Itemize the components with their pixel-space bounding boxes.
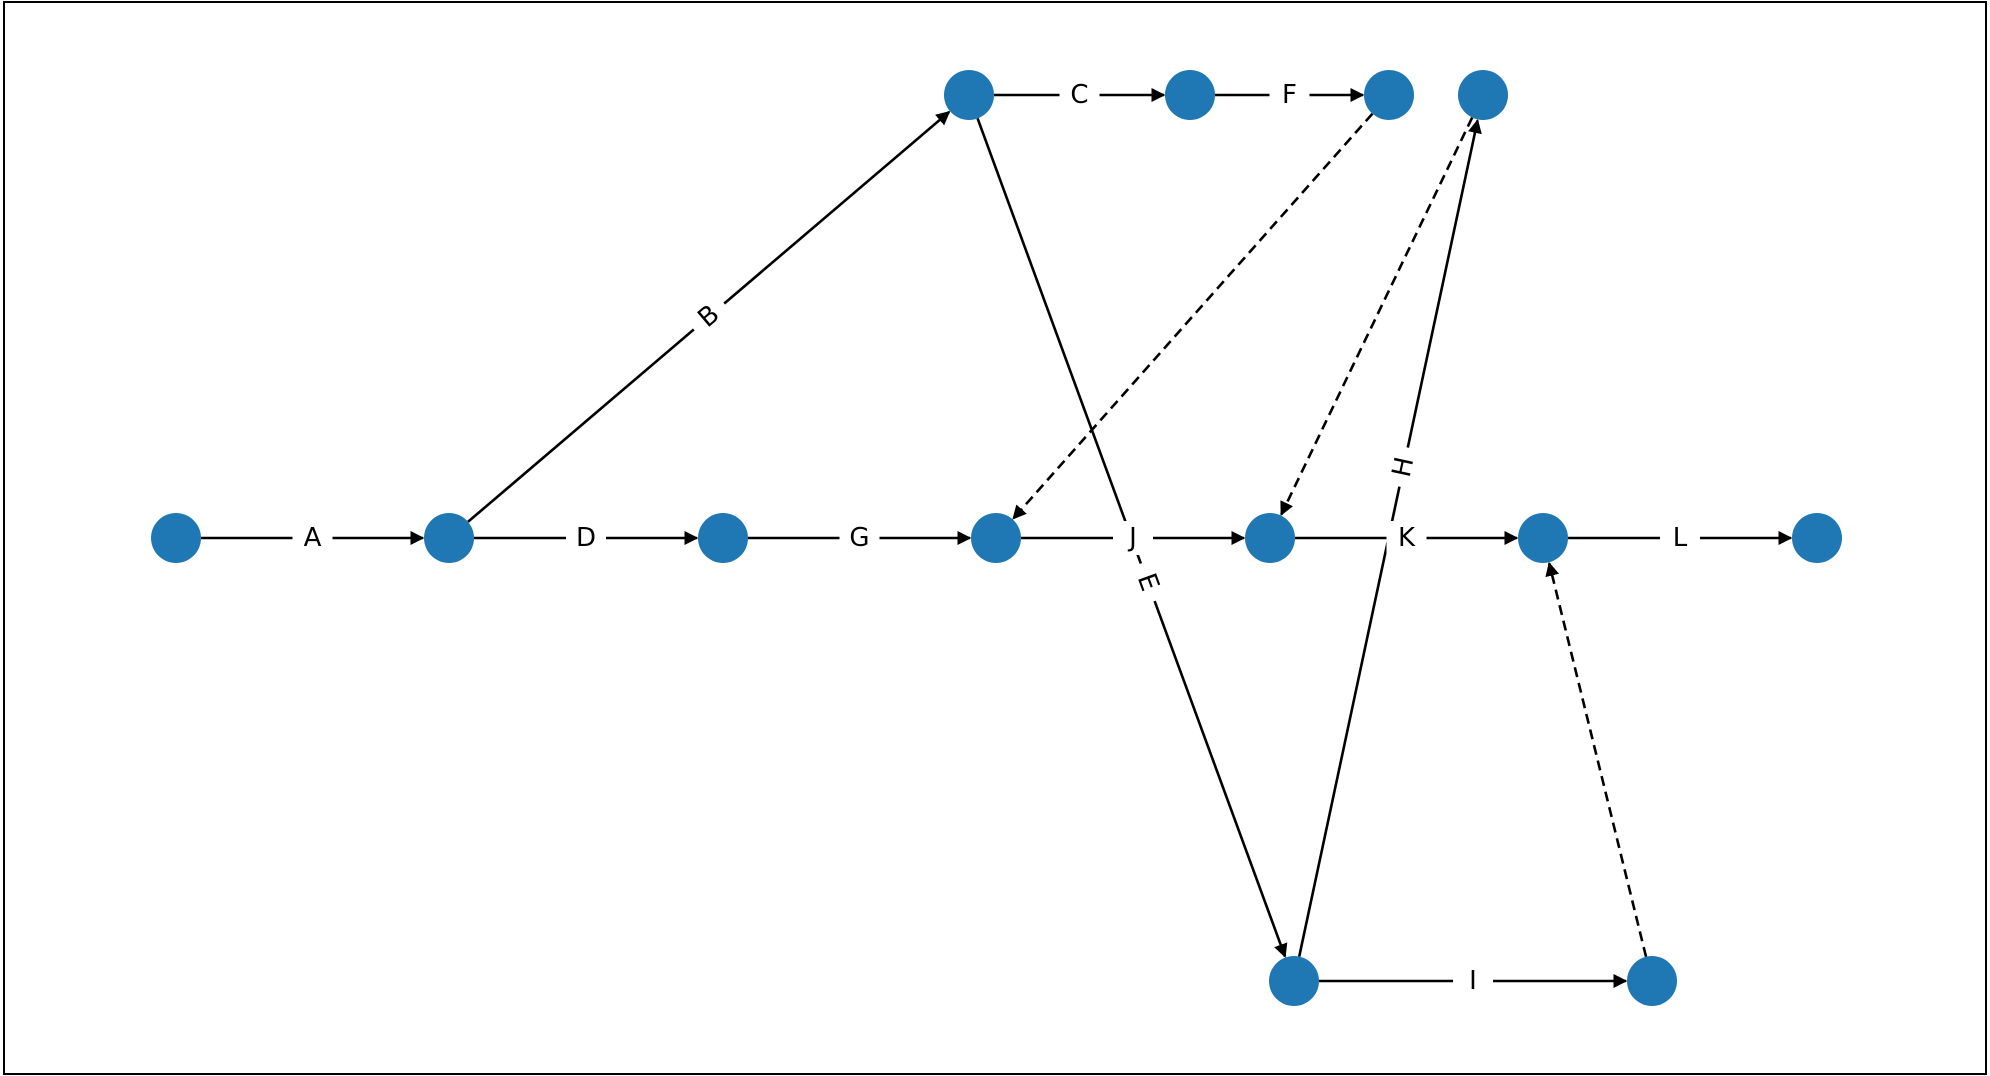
- edge-label-background: [1113, 521, 1153, 555]
- edge-label-group-H: H: [1382, 444, 1425, 491]
- edge-label-background: [839, 521, 880, 555]
- edge-label-group-J: J: [1113, 521, 1153, 555]
- edge-label-group-I: I: [1453, 964, 1493, 998]
- edge-label-background: [1382, 444, 1425, 491]
- node-n5: [944, 70, 994, 120]
- edge-label-background: [1269, 78, 1310, 112]
- edge-label-group-L: L: [1660, 521, 1700, 555]
- edge-label-background: [682, 290, 736, 343]
- edge-label-background: [1660, 521, 1700, 555]
- edge-label-J: J: [1127, 523, 1137, 553]
- node-n7: [1364, 70, 1414, 120]
- edge-label-group-A: A: [292, 521, 333, 555]
- edge-label-background: [292, 521, 333, 555]
- edge-label-I: I: [1469, 966, 1477, 996]
- node-n13: [1627, 956, 1677, 1006]
- node-n11: [1792, 513, 1842, 563]
- node-n2: [424, 513, 474, 563]
- edge-label-background: [1386, 521, 1427, 555]
- edge-e-d2: [1280, 116, 1474, 516]
- edge-label-group-C: C: [1059, 78, 1100, 112]
- edge-label-C: C: [1070, 80, 1088, 110]
- node-n3: [698, 513, 748, 563]
- node-n8: [1458, 70, 1508, 120]
- edge-label-G: G: [849, 523, 869, 553]
- node-n1: [151, 513, 201, 563]
- edge-label-group-B: B: [682, 290, 736, 343]
- node-n10: [1518, 513, 1568, 563]
- nodes-layer: [151, 70, 1842, 1006]
- plot-frame: [3, 1, 1987, 1075]
- edge-label-group-D: D: [566, 521, 606, 555]
- edge-label-K: K: [1398, 523, 1416, 553]
- node-n4: [971, 513, 1021, 563]
- edge-label-background: [1453, 964, 1493, 998]
- edge-label-group-E: E: [1124, 557, 1171, 607]
- edge-label-F: F: [1282, 80, 1297, 110]
- node-n12: [1269, 956, 1319, 1006]
- edge-label-group-F: F: [1269, 78, 1310, 112]
- edge-label-L: L: [1673, 523, 1688, 553]
- edge-label-background: [566, 521, 606, 555]
- edge-label-group-G: G: [839, 521, 880, 555]
- edge-label-background: [1124, 557, 1171, 607]
- node-n9: [1245, 513, 1295, 563]
- edge-label-group-K: K: [1386, 521, 1427, 555]
- edge-e-d3: [1545, 561, 1648, 958]
- edge-label-background: [1059, 78, 1100, 112]
- edge-labels-layer: A B D G C F EJ K H I L: [292, 78, 1700, 998]
- edge-e-d1: [1012, 112, 1374, 520]
- edge-label-A: A: [304, 523, 322, 553]
- node-n6: [1165, 70, 1215, 120]
- edge-label-D: D: [576, 523, 596, 553]
